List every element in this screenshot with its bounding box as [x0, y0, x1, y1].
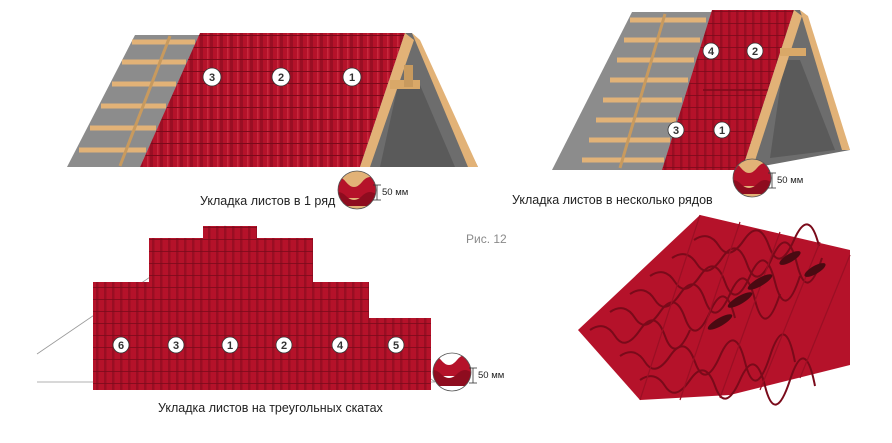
figure-label: Рис. 12: [466, 232, 507, 246]
svg-text:2: 2: [281, 340, 287, 352]
overlap-label-b: 50 мм: [777, 175, 804, 186]
caption-multi-row: Укладка листов в несколько рядов: [512, 193, 713, 207]
caption-single-row: Укладка листов в 1 ряд: [200, 194, 336, 208]
svg-text:3: 3: [209, 72, 215, 84]
single-row-roof: 3 2 1: [67, 33, 478, 210]
sheet-walking-closeup: [578, 214, 851, 406]
sheet-number-1: 1: [221, 336, 239, 354]
sheet-number-5: 5: [387, 336, 405, 354]
triangular-slope-layout: 6 3 1 2 4 5: [36, 225, 477, 392]
svg-text:5: 5: [393, 340, 399, 352]
svg-text:2: 2: [278, 72, 284, 84]
svg-text:1: 1: [227, 340, 233, 352]
sheets-single-row: [140, 33, 405, 167]
overlap-detail-a: [338, 171, 376, 209]
svg-text:1: 1: [349, 72, 355, 84]
sheet-number-2: 2: [275, 336, 293, 354]
sheet-number-6: 6: [112, 336, 130, 354]
svg-text:2: 2: [752, 46, 758, 58]
membrane-left: [67, 35, 200, 167]
footprints: [707, 251, 826, 330]
svg-text:6: 6: [118, 340, 124, 352]
sheet-number-3: 3: [167, 336, 185, 354]
sheet-number-3: 3: [667, 121, 685, 139]
overlap-label-a: 50 мм: [382, 187, 409, 198]
svg-text:4: 4: [337, 340, 344, 352]
overlap-detail-c: [433, 353, 471, 391]
sheet-number-4: 4: [702, 42, 720, 60]
multi-row-roof: 4 2 3 1: [552, 10, 850, 198]
svg-text:1: 1: [719, 125, 725, 137]
sheet-number-4: 4: [331, 336, 349, 354]
sheet-number-1: 1: [713, 121, 731, 139]
sheet-number-3: 3: [202, 67, 222, 87]
svg-text:3: 3: [173, 340, 179, 352]
sheet-number-2: 2: [746, 42, 764, 60]
overlap-label-c: 50 мм: [478, 370, 505, 381]
stepped-sheets: [93, 226, 431, 390]
sheet-number-1: 1: [342, 67, 362, 87]
sheet-number-2: 2: [271, 67, 291, 87]
caption-triangular: Укладка листов на треугольных скатах: [158, 401, 383, 415]
overlap-detail-b: [733, 159, 771, 197]
svg-text:4: 4: [708, 46, 715, 58]
svg-text:3: 3: [673, 125, 679, 137]
